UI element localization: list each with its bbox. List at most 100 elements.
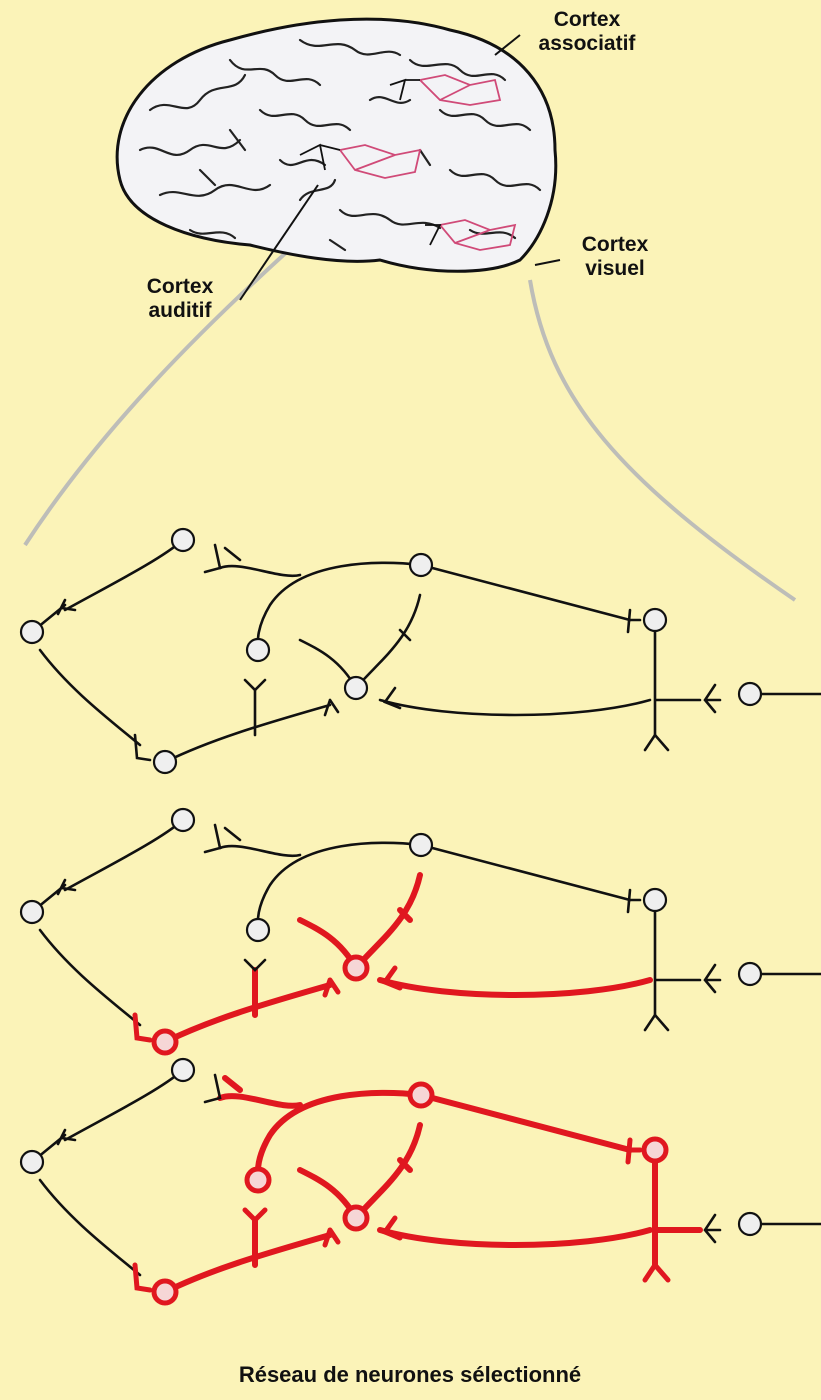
edge-topmiddle-right (419, 843, 632, 902)
edge-center-tree-active (297, 872, 423, 971)
edge-left-down (38, 648, 142, 747)
pointer-associatif (494, 34, 521, 56)
neuron-center (342, 954, 370, 982)
zoom-line-left (23, 238, 302, 547)
neuron-left (19, 619, 45, 645)
synapse-5 (381, 1215, 403, 1241)
pointer-auditif (239, 184, 319, 301)
neuron-middle (245, 917, 271, 943)
synapse-8 (243, 958, 267, 972)
label-pointer-lines (239, 34, 561, 301)
synapse-2 (625, 1137, 643, 1165)
synapse-3 (133, 733, 152, 762)
network-panel-3 (19, 1057, 821, 1306)
neuron-top-middle (407, 1081, 435, 1109)
synapse-2 (626, 888, 642, 914)
edge-topleft-out (63, 1068, 185, 1142)
neuron-bottom-left (151, 1278, 179, 1306)
synapse-3 (132, 1262, 153, 1293)
edge-topleft-out (63, 818, 185, 892)
zoom-line-right (528, 279, 797, 602)
synapse-8 (242, 1207, 268, 1224)
neuron-middle (244, 1166, 272, 1194)
neuron-top-left (170, 527, 196, 553)
label-line-2: associatif (538, 32, 636, 55)
edge-bottomleft-tree-active (162, 967, 333, 1045)
edge-right-axon (653, 618, 702, 737)
neuron-center (343, 675, 369, 701)
neuron-top-middle (408, 552, 434, 578)
neuron-bottom-left (152, 749, 178, 775)
synapse-1 (203, 543, 222, 574)
label-cortex-visuel: Cortex visuel (555, 233, 675, 281)
synapse-5 (381, 965, 403, 991)
neuron-middle (245, 637, 271, 663)
brain-mini-networks (299, 74, 517, 251)
edge-topleft-branch (218, 546, 302, 578)
neuron-output (737, 681, 763, 707)
synapse-4 (323, 698, 340, 717)
edge-topleft-branch-active (217, 1075, 303, 1109)
network-panels (19, 527, 821, 1306)
edge-left-down (38, 928, 142, 1027)
neuron-right (641, 1136, 669, 1164)
edge-left-down (38, 1178, 142, 1277)
neuron-top-middle (408, 832, 434, 858)
edge-topmiddle-right (419, 563, 632, 622)
pointer-visuel (534, 259, 561, 266)
neuron-right (642, 887, 668, 913)
edge-topmiddle-right-active (418, 1092, 633, 1153)
synapse-6 (703, 1213, 722, 1244)
neuron-output (737, 961, 763, 987)
label-cortex-auditif: Cortex auditif (120, 275, 240, 323)
zoom-connector-lines (23, 238, 797, 602)
edge-topleft-branch (218, 826, 302, 858)
synapse-7 (643, 1012, 670, 1032)
edge-bottomleft-tree (163, 688, 332, 764)
synapse-0 (56, 598, 77, 616)
edge-bottomleft-tree-active (162, 1217, 333, 1295)
neuron-top-left (170, 807, 196, 833)
synapse-7 (643, 732, 670, 752)
edge-topleft-out (63, 538, 185, 612)
synapse-7 (642, 1260, 671, 1283)
synapse-0 (56, 878, 77, 896)
neuron-output (737, 1211, 763, 1237)
neuron-left (19, 899, 45, 925)
synapse-8 (243, 678, 267, 692)
edge-center-right-active (377, 977, 653, 998)
edge-center-right-active (377, 1227, 653, 1248)
synapse-5 (382, 686, 402, 710)
neuron-center (342, 1204, 370, 1232)
label-line-2: auditif (148, 299, 212, 322)
synapse-2 (626, 608, 642, 634)
synapse-6 (703, 683, 722, 714)
label-line-2: visuel (585, 257, 645, 280)
synapse-3 (132, 1012, 153, 1043)
neuron-bottom-left (151, 1028, 179, 1056)
label-line-1: Cortex (146, 275, 214, 298)
network-panel-1 (19, 527, 821, 775)
brain-gyri (138, 38, 542, 252)
edge-right-axon (653, 898, 702, 1017)
label-cortex-associatif: Cortex associatif (512, 8, 662, 56)
label-line-1: Cortex (553, 8, 621, 31)
edge-center-tree-active (297, 1122, 423, 1221)
label-line-1: Cortex (581, 233, 649, 256)
synapse-4 (322, 1227, 341, 1248)
synapse-6 (703, 963, 722, 994)
synapse-1 (203, 1073, 222, 1104)
edge-center-right (378, 698, 652, 717)
synapse-0 (56, 1128, 77, 1146)
neuron-right (642, 607, 668, 633)
edge-center-tree (298, 593, 422, 690)
synapse-4 (322, 977, 341, 998)
diagram-caption: Réseau de neurones sélectionné (238, 1362, 582, 1387)
network-panel-2 (19, 807, 821, 1056)
neuron-top-left (170, 1057, 196, 1083)
edge-right-axon-active (652, 1147, 703, 1268)
synapse-1 (203, 823, 222, 854)
brain-illustration (115, 17, 561, 301)
neuron-left (19, 1149, 45, 1175)
